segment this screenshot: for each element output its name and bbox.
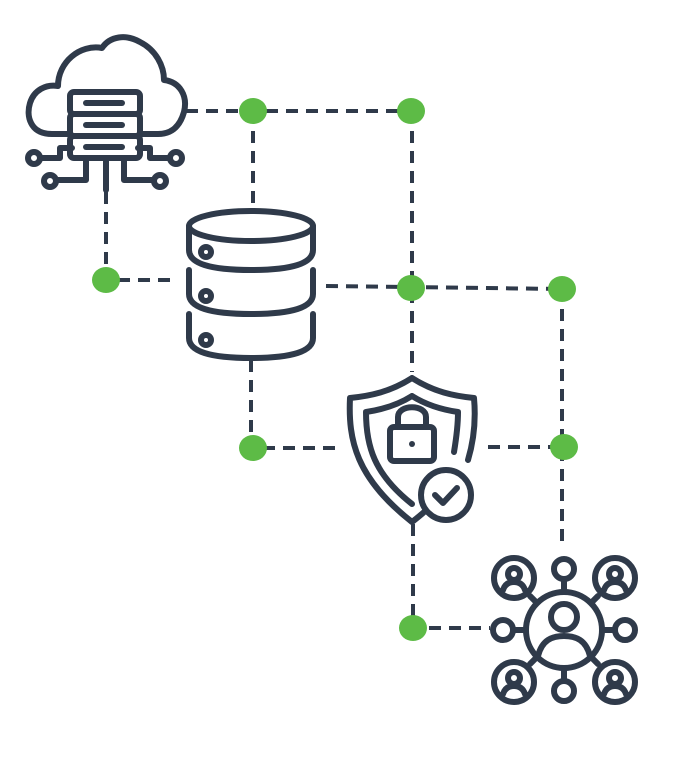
connector-shield-down <box>411 524 490 630</box>
junction-node <box>397 98 425 124</box>
junction-node <box>548 276 576 302</box>
connector-database-right <box>325 284 563 291</box>
security-shield-icon <box>346 375 478 525</box>
junction-node <box>239 435 267 461</box>
junction-node <box>239 98 267 124</box>
junction-node <box>397 275 425 301</box>
connector-cloud-down <box>104 192 176 282</box>
connector-lines <box>104 109 564 630</box>
junction-nodes <box>92 98 578 641</box>
junction-node <box>550 434 578 460</box>
junction-node <box>399 615 427 641</box>
user-network-icon <box>490 555 638 705</box>
junction-node <box>92 267 120 293</box>
database-icon <box>186 208 316 361</box>
cloud-server-icon <box>25 34 188 193</box>
connector-database-down <box>249 360 336 450</box>
